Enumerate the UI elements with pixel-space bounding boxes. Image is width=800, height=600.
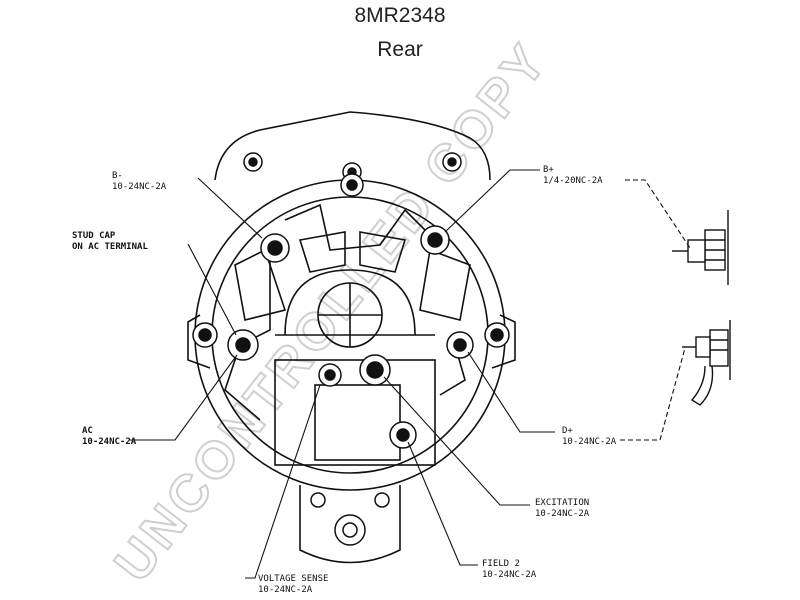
bottom-bolt-left: [310, 492, 326, 508]
label-d-plus-spec: 10-24NC-2A: [562, 437, 617, 447]
label-b-minus-spec: 10-24NC-2A: [112, 182, 167, 192]
bolt-top-left: [243, 152, 263, 172]
leader-b-minus: [197, 177, 263, 239]
b-plus-terminal-detail: [672, 210, 729, 285]
bottom-mount-hole: [334, 514, 366, 546]
leader-b-plus: [444, 169, 540, 233]
vent-slot: [359, 231, 407, 273]
label-b-plus: B+: [543, 165, 554, 175]
bearing-cover: [284, 269, 416, 336]
excitation-terminal: [359, 354, 391, 386]
label-stud-cap-2: ON AC TERMINAL: [72, 242, 148, 252]
regulator-box: [274, 359, 436, 466]
leader-voltage-sense: [245, 384, 321, 579]
d-plus-terminal-detail: [682, 320, 731, 406]
top-mount-bracket: [214, 111, 491, 181]
label-voltage-sense-spec: 10-24NC-2A: [258, 585, 313, 595]
regulator-cover: [314, 384, 401, 461]
wire-harness: [284, 203, 431, 251]
diagram-subtitle: Rear: [377, 38, 423, 61]
leader-lines: [130, 169, 691, 579]
bottom-mount-foot: [299, 485, 401, 564]
vent-slot: [419, 248, 471, 321]
voltage-sense-terminal: [318, 363, 342, 387]
leader-d-plus-detail: [620, 347, 686, 441]
bolt-right: [484, 322, 510, 348]
label-field2-spec: 10-24NC-2A: [482, 570, 537, 580]
ac-terminal: [227, 329, 259, 361]
label-voltage-sense: VOLTAGE SENSE: [258, 574, 328, 584]
label-d-plus: D+: [562, 426, 573, 436]
alternator-body: [187, 111, 516, 564]
label-excitation-spec: 10-24NC-2A: [535, 509, 590, 519]
label-b-minus: B-: [112, 171, 123, 181]
bolt-left: [192, 322, 218, 348]
b-plus-terminal: [420, 225, 450, 255]
leader-field2: [407, 441, 478, 566]
leader-excitation: [383, 376, 530, 506]
vent-slot: [298, 231, 346, 273]
right-ear: [491, 314, 516, 369]
leader-d-plus: [467, 351, 555, 433]
leader-ac: [130, 354, 238, 441]
bottom-bolt-right: [374, 492, 390, 508]
label-ac-spec: 10-24NC-2A: [82, 437, 137, 447]
left-ear: [187, 314, 211, 369]
label-field2: FIELD 2: [482, 559, 520, 569]
bolt-top-mid: [340, 173, 364, 197]
callout-labels: B- 10-24NC-2A STUD CAP ON AC TERMINAL AC…: [72, 165, 617, 595]
b-minus-terminal: [260, 233, 290, 263]
label-b-plus-spec: 1/4-20NC-2A: [543, 176, 603, 186]
leader-b-plus-detail: [625, 179, 691, 249]
field2-terminal: [389, 421, 417, 449]
diagram-title: 8MR2348: [354, 4, 446, 27]
d-plus-terminal: [446, 331, 474, 359]
label-stud-cap: STUD CAP: [72, 231, 116, 241]
vent-slot: [234, 248, 287, 321]
label-excitation: EXCITATION: [535, 498, 589, 508]
label-ac: AC: [82, 426, 93, 436]
terminal-details: [672, 210, 731, 406]
bolt-top-right: [442, 152, 462, 172]
terminals: [192, 152, 510, 546]
leader-stud-cap: [187, 243, 237, 336]
